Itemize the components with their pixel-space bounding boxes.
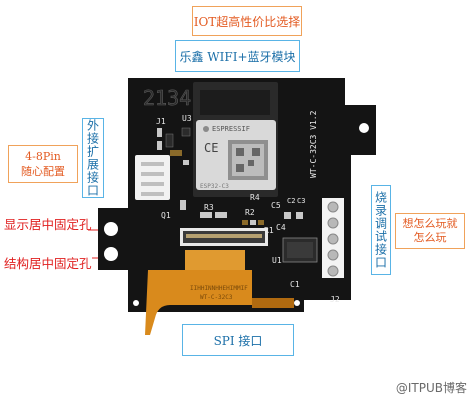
flex-text-2: WT-C-32C3 (200, 294, 233, 301)
esp-shield (196, 120, 276, 190)
flash-port-label: 烧录调试接口 (373, 191, 388, 269)
pin-header-j2 (322, 198, 344, 278)
pin-config-line2: 随心配置 (21, 165, 65, 178)
fpc-connector (180, 228, 268, 246)
watermark: @ITPUB博客 (395, 381, 467, 395)
esp-module (193, 82, 278, 197)
display-hole-label: 显示居中固定孔 (4, 217, 92, 232)
designator-q1: Q1 (161, 211, 171, 220)
play-label-box: 想怎么玩就 怎么玩 (395, 213, 465, 249)
expansion-connector (135, 155, 170, 200)
designator-j1: J1 (156, 117, 166, 126)
iot-label-box: IOT超高性价比选择 (192, 6, 302, 36)
designator-r1: R1 (264, 226, 274, 235)
svg-text:ESP32-C3: ESP32-C3 (200, 183, 229, 190)
expansion-port-box: 外接扩展接口 (82, 118, 104, 198)
display-hole (104, 222, 118, 236)
designator-u3: U3 (182, 114, 192, 123)
structure-hole (104, 247, 118, 261)
designator-r3: R3 (204, 203, 214, 212)
mount-hole-right (359, 123, 369, 133)
designator-c4: C4 (276, 223, 286, 232)
designator-c1: C1 (290, 280, 300, 289)
spi-port-box: SPI 接口 (182, 324, 294, 356)
module-label: 乐鑫 WIFI+蓝牙模块 (179, 49, 296, 64)
qr-code (228, 140, 268, 180)
designator-u1: U1 (272, 256, 282, 265)
designator-r2: R2 (245, 208, 255, 217)
play-line1: 想怎么玩就 (402, 217, 458, 230)
designator-r4: R4 (250, 193, 260, 202)
board-num-2134: 2134 (143, 86, 191, 110)
chip-brand: ESPRESSIF (212, 125, 250, 133)
board-version: WT-C-32C3 V1.2 (309, 110, 318, 178)
spi-port-label: SPI 接口 (213, 333, 263, 348)
expansion-port-label: 外接扩展接口 (85, 119, 100, 197)
designator-c2: C2 (287, 197, 295, 205)
pin-config-line1: 4-8Pin (25, 150, 61, 163)
designator-c3: C3 (297, 197, 305, 205)
module-label-box: 乐鑫 WIFI+蓝牙模块 (175, 40, 300, 72)
structure-hole-label: 结构居中固定孔 (4, 256, 92, 271)
regulator-u1 (282, 237, 318, 263)
iot-label: IOT超高性价比选择 (193, 14, 301, 29)
pin-config-box: 4-8Pin 随心配置 (8, 145, 78, 183)
designator-j2: J2 (330, 295, 340, 304)
flash-port-box: 烧录调试接口 (371, 185, 391, 275)
flex-text-1: IIHHINNHHEHIMMIF (190, 285, 248, 292)
svg-text:CE: CE (204, 141, 218, 155)
play-line2: 怎么玩 (413, 231, 447, 244)
pcb-board (98, 78, 376, 312)
designator-c5: C5 (271, 201, 281, 210)
